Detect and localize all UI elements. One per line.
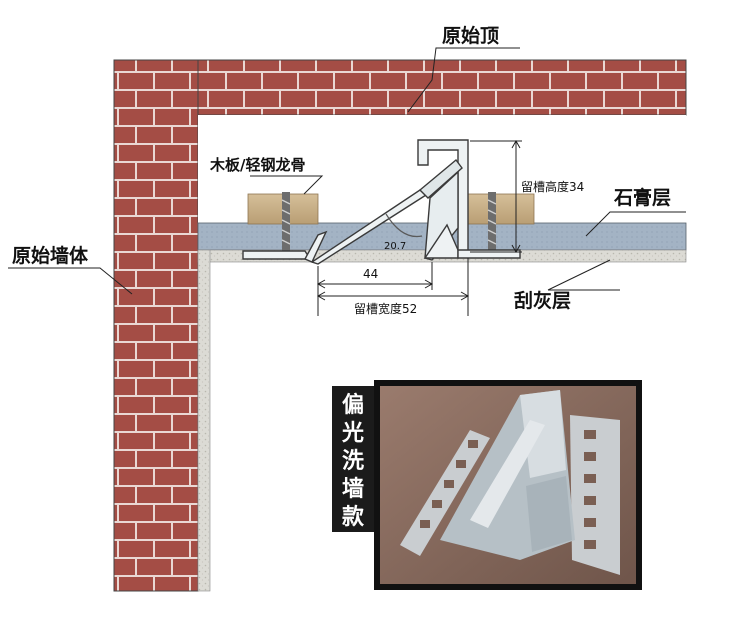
caption-char-2: 洗 xyxy=(342,449,364,474)
wall-brick xyxy=(113,59,199,592)
label-slot-height: 留槽高度34 xyxy=(521,179,584,194)
caption-char-3: 墙 xyxy=(342,477,364,502)
wall-plaster xyxy=(197,249,211,592)
aluminium-profile xyxy=(242,139,521,265)
caption-char-4: 款 xyxy=(342,504,365,530)
caption-char-0: 偏 xyxy=(342,392,364,418)
label-original-ceiling: 原始顶 xyxy=(442,24,499,47)
label-dim-44: 44 xyxy=(363,267,378,281)
label-dim-20-7: 20.7 xyxy=(384,241,406,252)
product-photo xyxy=(374,380,642,590)
dimension-height xyxy=(470,139,522,254)
caption-tag xyxy=(332,386,374,532)
dimension-52 xyxy=(316,258,470,316)
label-original-wall: 原始墙体 xyxy=(12,244,89,267)
ceiling-brick xyxy=(113,59,687,116)
wood-block-right xyxy=(467,193,535,225)
label-slot-width: 留槽宽度52 xyxy=(354,301,417,316)
label-plaster: 刮灰层 xyxy=(514,289,571,312)
caption-char-1: 光 xyxy=(341,421,364,446)
dimension-44 xyxy=(316,262,434,316)
label-wood-keel: 木板/轻钢龙骨 xyxy=(209,156,305,174)
leader-lines xyxy=(8,47,686,295)
label-gypsum: 石膏层 xyxy=(613,186,671,209)
